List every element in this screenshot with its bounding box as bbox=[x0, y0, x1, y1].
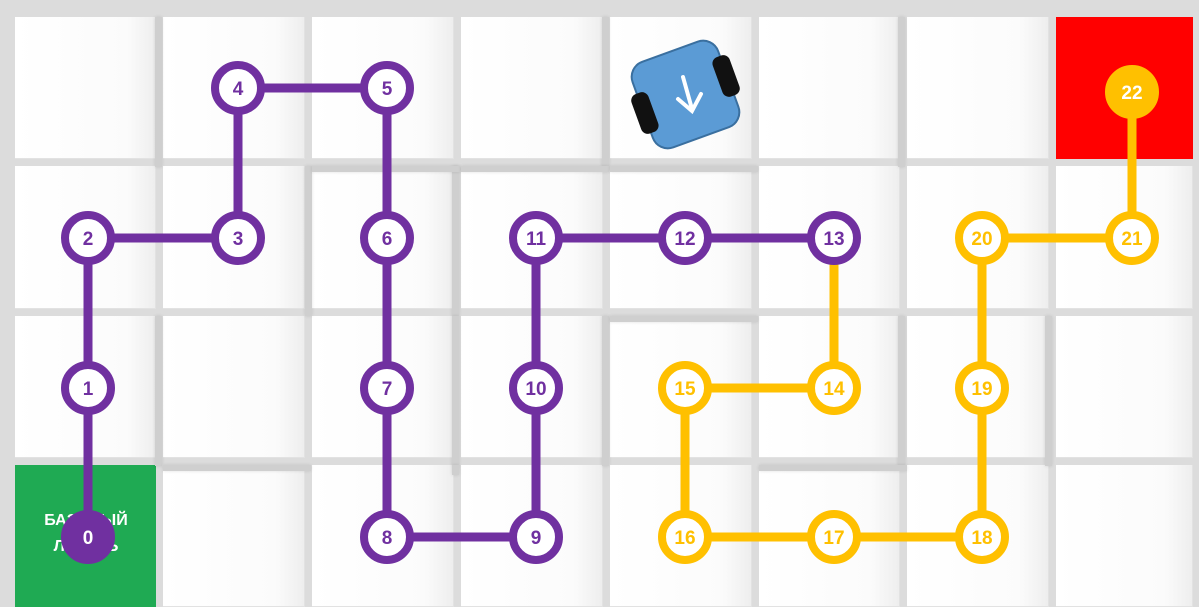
robot-icon[interactable] bbox=[628, 37, 743, 152]
route-node-5: 5 bbox=[364, 65, 410, 111]
route-node-6: 6 bbox=[364, 215, 410, 261]
route-node-label: 20 bbox=[971, 229, 992, 250]
route-node-2: 2 bbox=[65, 215, 111, 261]
route-node-15: 15 bbox=[662, 365, 708, 411]
route-node-label: 13 bbox=[823, 229, 844, 250]
route-node-17: 17 bbox=[811, 514, 857, 560]
route-node-label: 22 bbox=[1121, 83, 1142, 104]
route-node-label: 21 bbox=[1121, 229, 1143, 250]
route-node-label: 5 bbox=[382, 79, 393, 100]
route-node-14: 14 bbox=[811, 365, 857, 411]
route-node-21: 21 bbox=[1109, 215, 1155, 261]
route-node-label: 8 bbox=[382, 528, 393, 549]
route-node-label: 4 bbox=[233, 79, 244, 100]
route-node-label: 0 bbox=[83, 528, 94, 549]
route-node-label: 1 bbox=[83, 379, 94, 400]
route-node-label: 19 bbox=[971, 379, 992, 400]
route-node-20: 20 bbox=[959, 215, 1005, 261]
route-node-4: 4 bbox=[215, 65, 261, 111]
route-node-label: 15 bbox=[674, 379, 696, 400]
route-node-label: 2 bbox=[83, 229, 94, 250]
route-node-10: 10 bbox=[513, 365, 559, 411]
route-node-label: 12 bbox=[674, 229, 695, 250]
route-node-label: 16 bbox=[674, 528, 695, 549]
route-node-label: 18 bbox=[971, 528, 992, 549]
route-node-label: 17 bbox=[823, 528, 844, 549]
route-node-18: 18 bbox=[959, 514, 1005, 560]
route-node-label: 11 bbox=[526, 229, 547, 250]
route-node-9: 9 bbox=[513, 514, 559, 560]
route-node-0: 0 bbox=[65, 514, 111, 560]
route-node-label: 6 bbox=[382, 229, 393, 250]
route-node-3: 3 bbox=[215, 215, 261, 261]
route-node-19: 19 bbox=[959, 365, 1005, 411]
route-node-11: 11 bbox=[513, 215, 559, 261]
route-node-22: 22 bbox=[1109, 69, 1155, 115]
route-node-8: 8 bbox=[364, 514, 410, 560]
route-node-label: 14 bbox=[823, 379, 845, 400]
route-node-label: 7 bbox=[382, 379, 393, 400]
route-node-12: 12 bbox=[662, 215, 708, 261]
route-node-1: 1 bbox=[65, 365, 111, 411]
route-node-7: 7 bbox=[364, 365, 410, 411]
route-node-label: 9 bbox=[531, 528, 542, 549]
route-node-16: 16 bbox=[662, 514, 708, 560]
route-node-label: 10 bbox=[525, 379, 546, 400]
route-node-label: 3 bbox=[233, 229, 244, 250]
route-node-13: 13 bbox=[811, 215, 857, 261]
